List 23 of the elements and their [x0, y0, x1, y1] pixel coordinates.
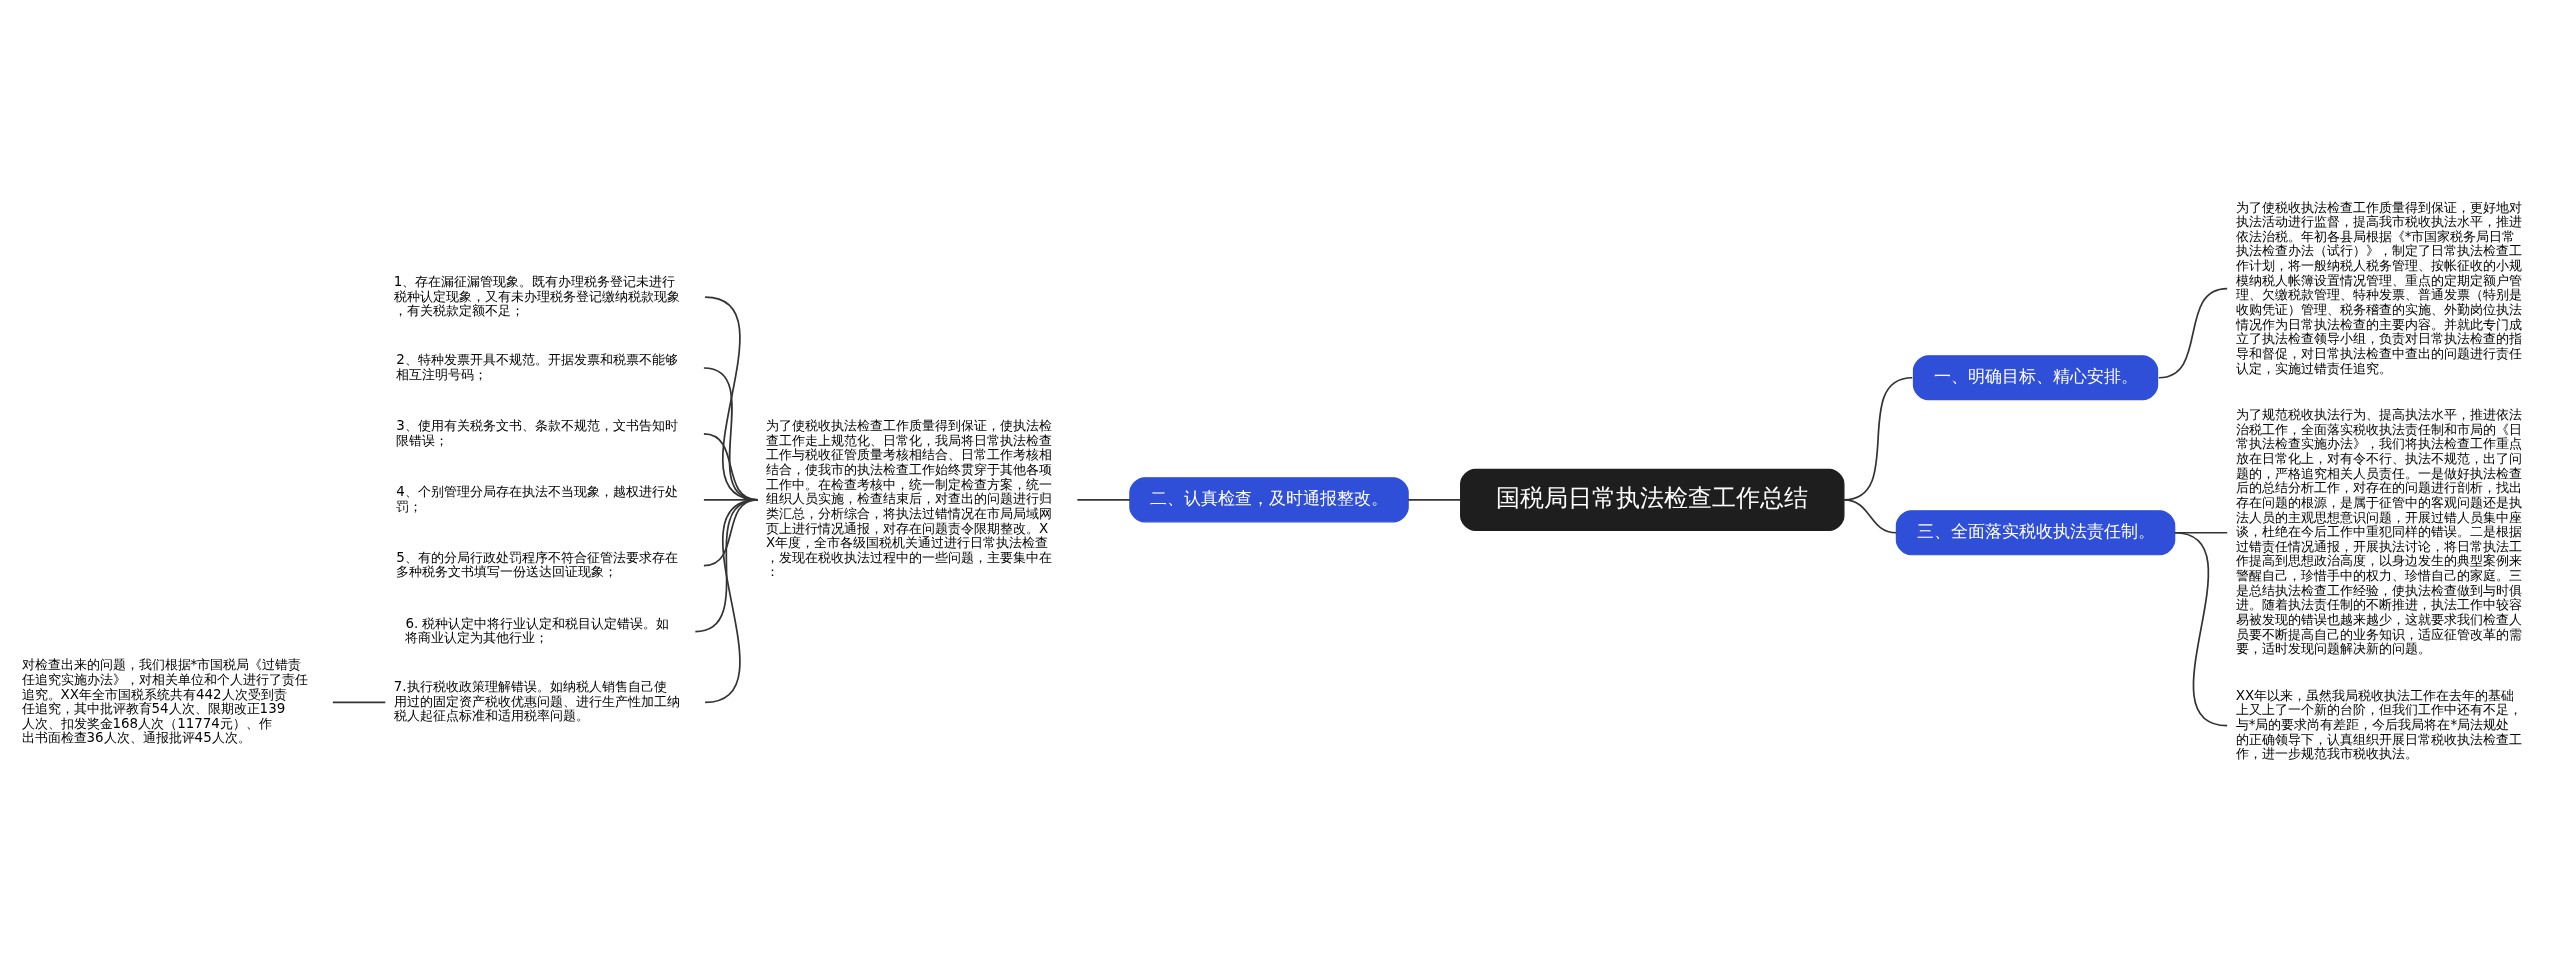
node-text: 3、使用有关税务文书、条款不规范，文书告知时限错误； [396, 417, 678, 448]
node-text: 7.执行税收政策理解错误。如纳税人销售自己使用过的固定资产税收优惠问题、进行生产性加工纳税人起征点标准和适用税率问题。 [393, 679, 680, 724]
node-text: 为了使税收执法检查工作质量得到保证，更好地对执法活动进行监督，提高我市税收执法水平，推进依法治税。年初各县局根据《*市国家税务局日常执法检查办法（试行）》，制定了日常执法检查工作计划，将一般纳税人税务管理、按帐征收的小规模纳税人帐簿设置情况管理、重点的定期定额户管理、欠缴税款管理、特种发票、普通发票（特别是收购凭证）管理、税务稽查的实施、外勤岗位执法情况作为日常执法检查的主要内容。并就此专门成立了执法检查领导小组，负责对日常执法检查的指导和督促，对日常执法检查中查出的问题进行责任认定，实施过错责任追究。 [2235, 199, 2522, 376]
node-text: 为了使税收执法检查工作质量得到保证，使执法检查工作走上规范化、日常化，我局将日常执法检查工作与税收征管质量考核相结合、日常工作考核相结合，使我市的执法检查工作始终贯穿于其他各项工作中。在检查考核中，统一制定检查方案，统一组织人员实施，检查结束后，对查出的问题进行归类汇总，分析综合，将执法过错情况在市局局域网页上进行情况通报，对存在问题责令限期整改。XX年度，全市各级国税机关通过进行日常执法检查，发现在税收执法过程中的一些问题，主要集中在： [766, 417, 1053, 580]
node-box: 二、认真检查，及时通报整改。 [1129, 477, 1409, 523]
node-text: 2、特种发票开具不规范。开据发票和税票不能够相互注明号码； [396, 352, 678, 382]
node-text: 为了规范税收执法行为、提高执法水平，推进依法治税工作，全面落实税收执法责任制和市局的《日常执法检查实施办法》，我们将执法检查工作重点放在日常化上，对有令不行、执法不规范，出了问题的，严格追究相关人员责任。一是做好执法检查后的总结分析工作，对存在的问题进行剖析，找出存在问题的根源，是属于征管中的客观问题还是执法人员的主观思想意识问题，开展过错人员集中座谈，杜绝在今后工作中重犯同样的错误。二是根据过错责任情况通报，开展执法讨论，将日常执法工作提高到思想政治高度，以身边发生的典型案例来警醒自己，珍惜手中的权力、珍惜自己的家庭。三是总结执法检查工作经验，使执法检查做到与时俱进。随着执法责任制的不断推进，执法工作中较容易被发现的错误也越来越少，这就要求我们检查人员要不断提高自己的业务知识，适应征管改革的需要，适时发现问题解决新的问题。 [2235, 407, 2522, 657]
connector [704, 498, 759, 704]
node-text: 1、存在漏征漏管现象。既有办理税务登记未进行税种认定现象，又有未办理税务登记缴纳税款现象，有关税款定额不足； [393, 273, 680, 319]
node-text: 4、个别管理分局存在执法不当现象，越权进行处罚； [396, 483, 678, 514]
node-box: 国税局日常执法检查工作总结 [1460, 468, 1845, 531]
connector [331, 701, 387, 704]
node-text: XX年以来，虽然我局税收执法工作在去年的基础上又上了一个新的台阶，但我们工作中还有不足，与*局的要求尚有差距，今后我局将在*局法规处的正确领导下，认真组织开展日常税收执法检查工作，进一步规范我市税收执法。 [2235, 687, 2522, 762]
node-text: 6. 税种认定中将行业认定和税目认定错误。如将商业认定为其他行业； [405, 615, 670, 646]
node-text: 5、有的分局行政处罚程序不符合征管法要求存在多种税务文书填写一份送达回证现象； [396, 549, 678, 580]
connector [1407, 498, 1462, 501]
connector [2157, 287, 2229, 379]
connector [2173, 531, 2229, 727]
node-box: 一、明确目标、精心安排。 [1912, 355, 2159, 401]
node-box: 三、全面落实税收执法责任制。 [1895, 510, 2176, 556]
connector [1076, 498, 1131, 501]
connector [1843, 498, 1898, 534]
node-text: 对检查出来的问题，我们根据*市国税局《过错责任追究实施办法》，对相关单位和个人进行了责任追究。XX年全市国税系统共有442人次受到责任追究，其中批评教育54人次、限期改正139人次、扣发奖金168人次（11774元）、作出书面检查36人次、通报批评45人次。 [21, 657, 308, 746]
